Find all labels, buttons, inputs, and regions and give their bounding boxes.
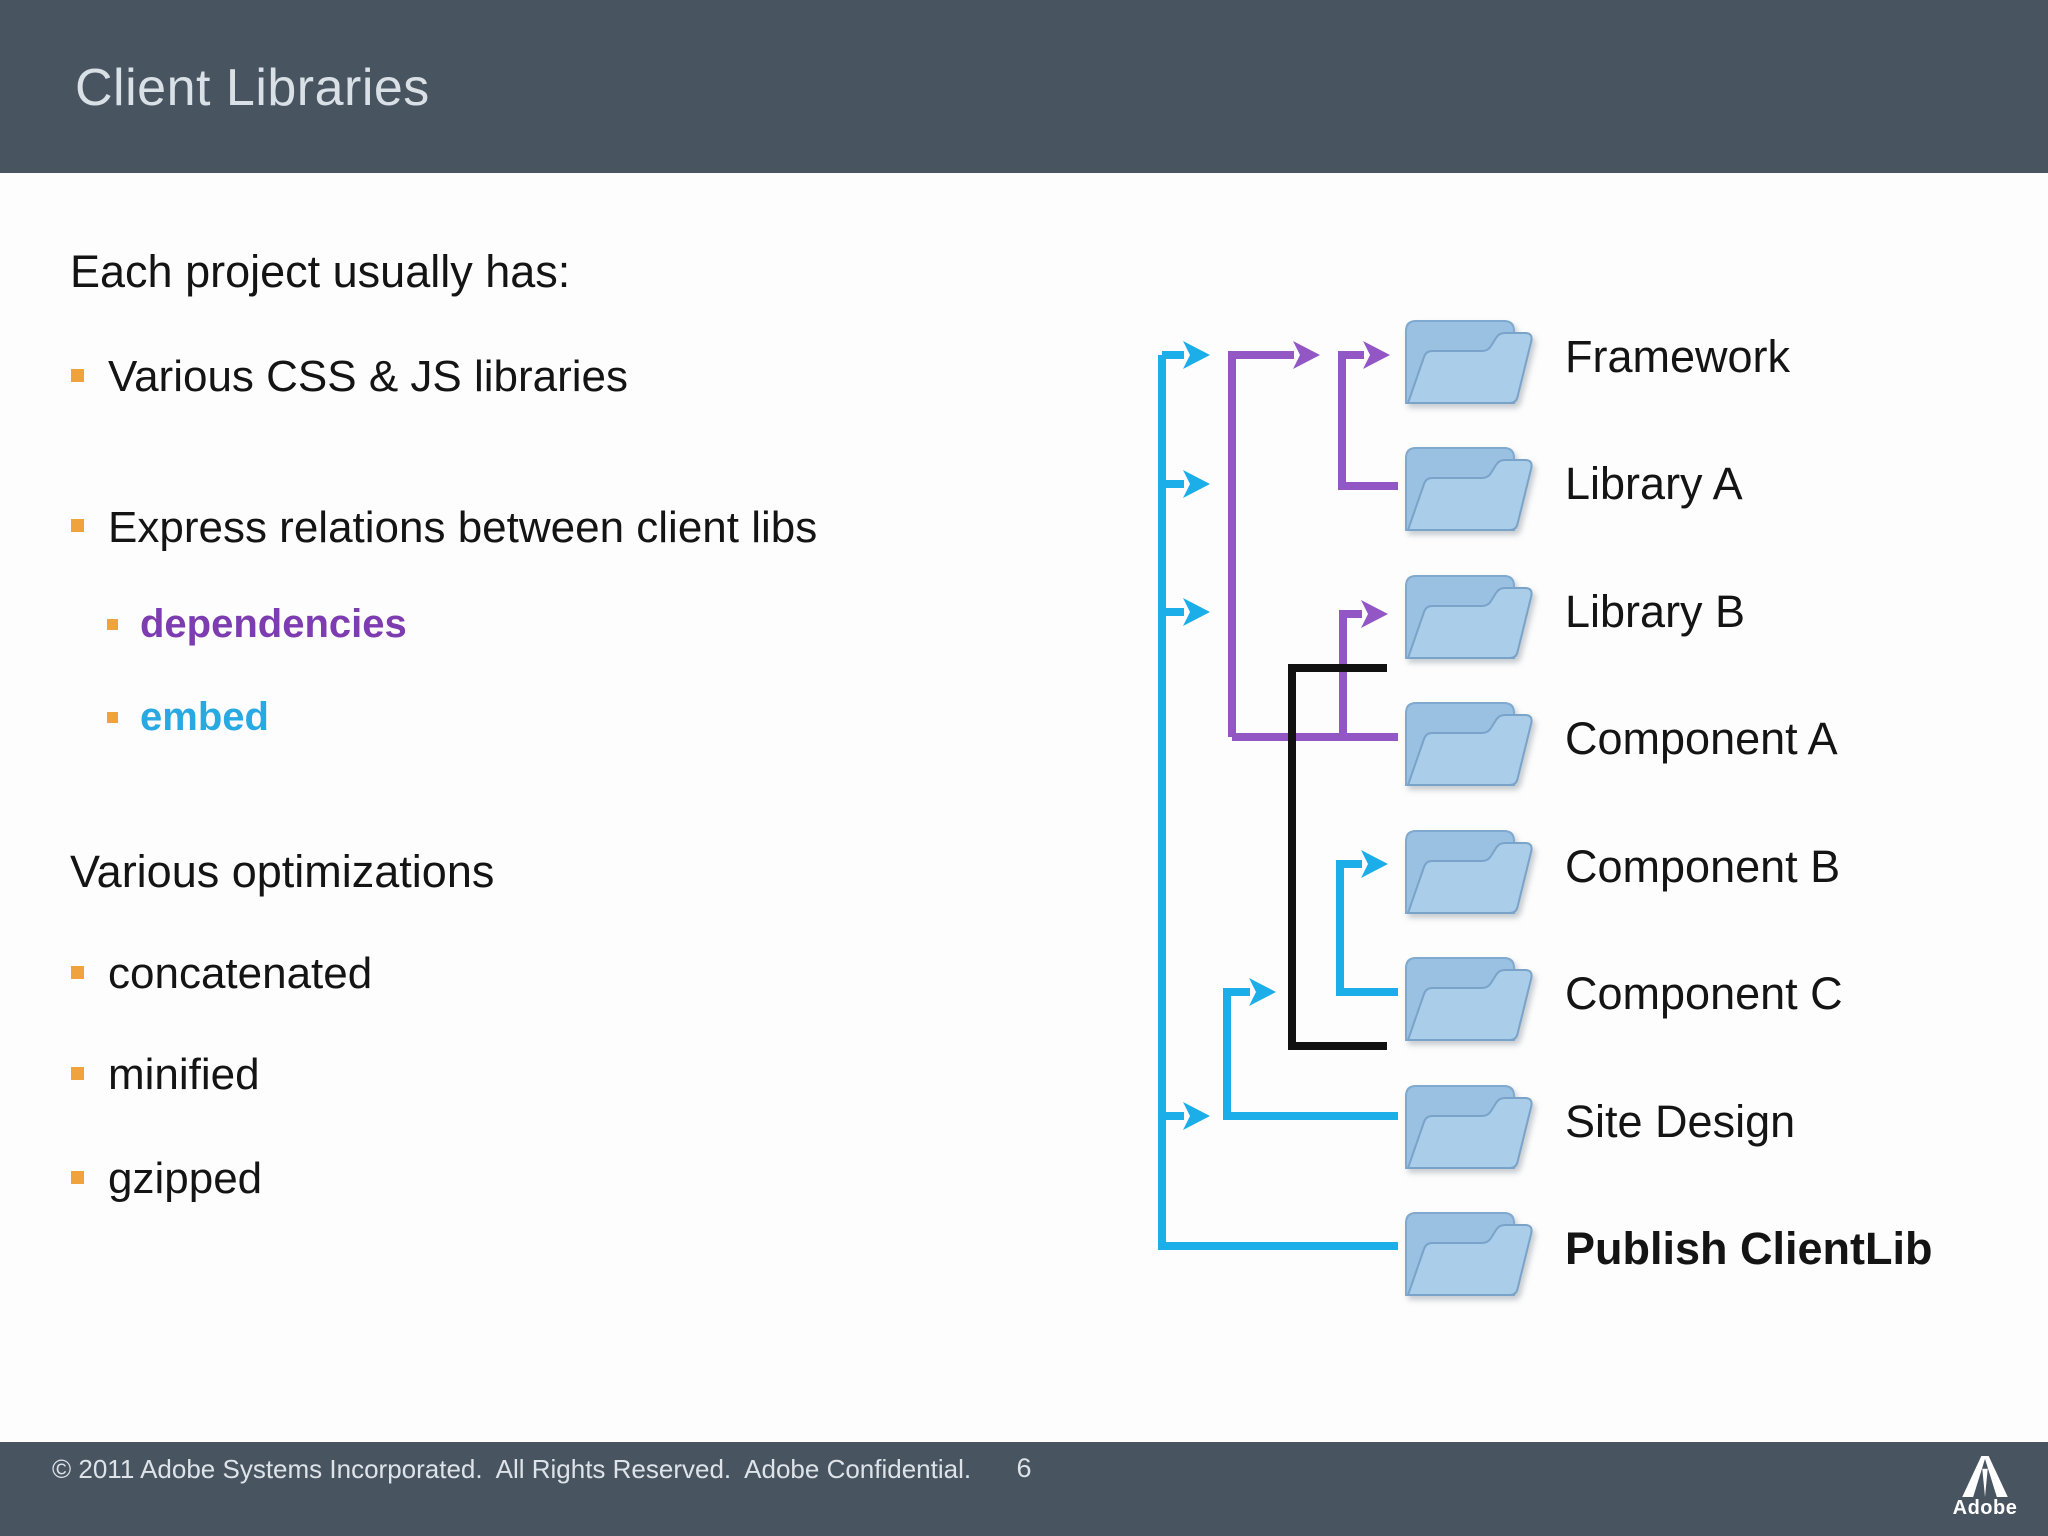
adobe-logo: Adobe bbox=[1952, 1456, 2018, 1520]
folder-icon bbox=[1396, 1072, 1541, 1172]
bullet-icon bbox=[107, 619, 118, 630]
diagram-node-library-b: Library B bbox=[1396, 562, 1745, 662]
node-label: Framework bbox=[1565, 331, 1791, 382]
dependency-framework-elbow bbox=[1338, 341, 1398, 490]
diagram-node-component-c: Component C bbox=[1396, 944, 1843, 1044]
slide-footer: © 2011 Adobe Systems Incorporated. All R… bbox=[0, 1442, 2048, 1536]
bullet-icon bbox=[71, 369, 84, 382]
page-title: Client Libraries bbox=[75, 59, 430, 117]
adobe-wordmark: Adobe bbox=[1952, 1497, 2018, 1519]
bullet-item: gzipped bbox=[108, 1154, 263, 1203]
node-label: Component B bbox=[1565, 841, 1841, 892]
node-label: Site Design bbox=[1565, 1096, 1796, 1147]
adobe-a-icon bbox=[1962, 1456, 2008, 1497]
bullet-icon bbox=[107, 712, 118, 723]
folder-icon bbox=[1396, 944, 1541, 1044]
bullet-icon bbox=[71, 966, 84, 979]
diagram-node-framework: Framework bbox=[1396, 307, 1790, 407]
node-label: Library B bbox=[1565, 586, 1746, 637]
bullet-item: concatenated bbox=[108, 949, 373, 998]
bullet-item: Various CSS & JS libraries bbox=[108, 352, 629, 401]
embed-sitedesign-elbow bbox=[1223, 978, 1398, 1120]
diagram-node-component-b: Component B bbox=[1396, 817, 1840, 917]
intro-heading: Each project usually has: bbox=[70, 246, 571, 297]
slide-header: Client Libraries bbox=[0, 0, 2048, 173]
bullet-icon bbox=[71, 519, 84, 532]
folder-icon bbox=[1396, 1199, 1541, 1299]
optimizations-heading: Various optimizations bbox=[70, 846, 495, 897]
diagram-node-publish-clientlib: Publish ClientLib bbox=[1396, 1199, 1933, 1299]
folder-icon bbox=[1396, 434, 1541, 534]
node-label: Library A bbox=[1565, 458, 1743, 509]
sub-bullet-embed: embed bbox=[140, 695, 269, 739]
page-number: 6 bbox=[1016, 1453, 1032, 1483]
diagram-node-site-design: Site Design bbox=[1396, 1072, 1795, 1172]
bullet-icon bbox=[71, 1067, 84, 1080]
embed-main-line bbox=[1158, 355, 1398, 1250]
bullet-item: minified bbox=[108, 1050, 260, 1099]
diagram-node-library-a: Library A bbox=[1396, 434, 1743, 534]
embed-componentc-elbow bbox=[1336, 850, 1398, 996]
bullet-item: Express relations between client libs bbox=[108, 503, 818, 552]
group-bracket bbox=[1288, 664, 1387, 1050]
dependency-main-line bbox=[1228, 341, 1320, 737]
node-label: Component C bbox=[1565, 968, 1843, 1019]
bullet-icon bbox=[71, 1171, 84, 1184]
sub-bullet-dependencies: dependencies bbox=[140, 602, 407, 646]
dependency-libraryb-arrow bbox=[1339, 600, 1388, 737]
folder-icon bbox=[1396, 689, 1541, 789]
diagram-node-component-a: Component A bbox=[1396, 689, 1838, 789]
folder-icon bbox=[1396, 562, 1541, 662]
node-label: Publish ClientLib bbox=[1565, 1223, 1933, 1274]
copyright-text: © 2011 Adobe Systems Incorporated. All R… bbox=[52, 1454, 972, 1484]
node-label: Component A bbox=[1565, 713, 1838, 764]
folder-icon bbox=[1396, 817, 1541, 917]
folder-icon bbox=[1396, 307, 1541, 407]
